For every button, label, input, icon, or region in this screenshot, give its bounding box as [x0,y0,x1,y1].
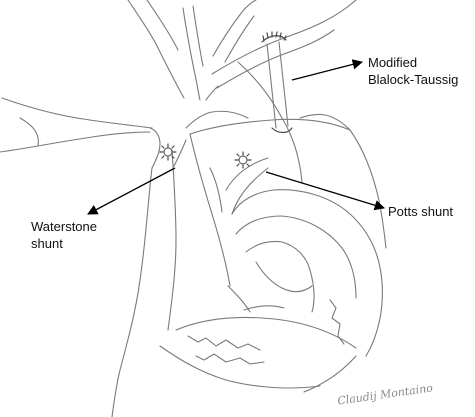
descending-aorta [237,61,387,249]
bt-label-line1: Modified [368,55,418,70]
great-vessels [127,0,357,101]
waterstone-label: Waterstone shunt [31,218,97,252]
bt-label-line2: Blalock-Taussig [368,72,459,87]
bt-shunt-graft [261,31,293,134]
pulmonary-trunk [173,118,351,287]
waterstone-label-line1: Waterstone [31,219,97,234]
potts-label: Potts shunt [388,204,454,219]
waterstone-anastomosis-icon [159,143,177,161]
bt-shunt-label: Modified Blalock-Taussig [368,54,458,88]
right-pulmonary-svc [0,97,177,417]
potts-arrow [265,171,385,211]
potts-anastomosis-icon [234,151,252,169]
waterstone-arrow [87,167,176,215]
heart [159,110,383,393]
waterstone-label-line2: shunt [31,236,63,251]
bt-arrow [291,59,364,81]
